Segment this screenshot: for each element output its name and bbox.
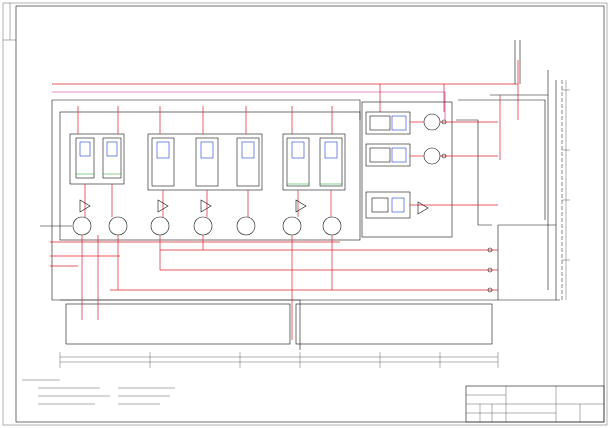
heat-exchangers	[365, 111, 498, 219]
chiller-units	[69, 133, 346, 191]
riser-pipes	[77, 106, 333, 217]
distribution-pipes	[40, 225, 498, 340]
chiller-unit	[282, 133, 346, 191]
top-risers	[443, 40, 521, 160]
main-supply-headers	[52, 60, 519, 120]
pumps	[72, 216, 342, 236]
building-outline	[51, 70, 563, 350]
chiller-unit	[147, 133, 263, 191]
dimension-line	[59, 352, 499, 368]
notes-area	[22, 379, 175, 405]
right-dimension-line	[562, 80, 570, 300]
chiller-unit	[69, 133, 125, 185]
title-block	[465, 385, 605, 423]
valves	[79, 119, 493, 293]
